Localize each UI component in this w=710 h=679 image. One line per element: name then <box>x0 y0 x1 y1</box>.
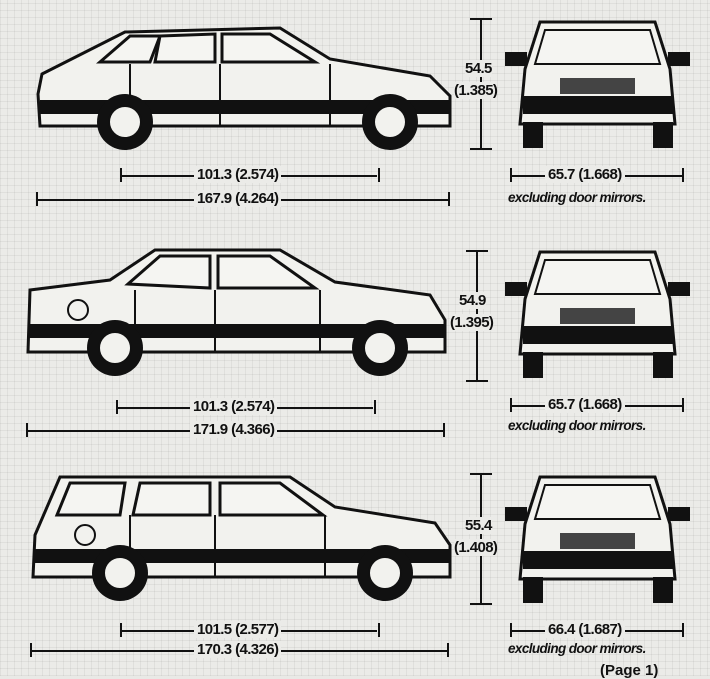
wheelbase-value: 101.5 (2.577) <box>194 621 282 638</box>
height-value: 54.5 <box>465 60 492 77</box>
length-right-tick <box>443 423 445 437</box>
height-top-cap <box>470 18 492 20</box>
width-right-tick <box>682 168 684 182</box>
wheelbase-right-tick <box>374 400 376 414</box>
height-top-cap <box>470 473 492 475</box>
length-left-tick <box>30 643 32 657</box>
sedan-front-view <box>505 250 690 378</box>
height-metric-value: (1.385) <box>454 82 498 99</box>
height-value: 54.9 <box>459 292 486 309</box>
hatchback-row: 54.5 (1.385) 101.3 (2.574) 167.9 (4.264)… <box>0 0 710 220</box>
width-note: excluding door mirrors. <box>508 641 646 656</box>
sedan-side-view <box>26 248 447 376</box>
estate-front-view <box>505 475 690 603</box>
height-top-cap <box>466 250 488 252</box>
length-left-tick <box>36 192 38 206</box>
height-metric-value: (1.408) <box>454 539 498 556</box>
wheelbase-left-tick <box>120 168 122 182</box>
overall-length-value: 171.9 (4.366) <box>190 421 278 438</box>
height-bottom-cap <box>466 380 488 382</box>
width-right-tick <box>682 398 684 412</box>
height-bottom-cap <box>470 148 492 150</box>
hatchback-side-view <box>36 26 452 150</box>
overall-length-value: 170.3 (4.326) <box>194 641 282 658</box>
height-metric-value: (1.395) <box>450 314 494 331</box>
width-left-tick <box>510 398 512 412</box>
length-left-tick <box>26 423 28 437</box>
height-value: 55.4 <box>465 517 492 534</box>
overall-length-value: 167.9 (4.264) <box>194 190 282 207</box>
width-value: 65.7 (1.668) <box>545 166 625 183</box>
length-right-tick <box>447 643 449 657</box>
wheelbase-left-tick <box>116 400 118 414</box>
width-note: excluding door mirrors. <box>508 190 646 205</box>
wheelbase-left-tick <box>120 623 122 637</box>
wheelbase-right-tick <box>378 168 380 182</box>
estate-row: 55.4 (1.408) 101.5 (2.577) 170.3 (4.326)… <box>0 455 710 676</box>
width-right-tick <box>682 623 684 637</box>
width-value: 66.4 (1.687) <box>545 621 625 638</box>
width-note: excluding door mirrors. <box>508 418 646 433</box>
height-bottom-cap <box>470 603 492 605</box>
sedan-row: 54.9 (1.395) 101.3 (2.574) 171.9 (4.366)… <box>0 230 710 445</box>
width-left-tick <box>510 623 512 637</box>
page-footer-fragment: (Page 1) <box>600 662 659 679</box>
hatchback-front-view <box>505 20 690 148</box>
width-value: 65.7 (1.668) <box>545 396 625 413</box>
wheelbase-value: 101.3 (2.574) <box>190 398 278 415</box>
length-right-tick <box>448 192 450 206</box>
wheelbase-value: 101.3 (2.574) <box>194 166 282 183</box>
estate-side-view <box>31 475 452 601</box>
width-left-tick <box>510 168 512 182</box>
wheelbase-right-tick <box>378 623 380 637</box>
